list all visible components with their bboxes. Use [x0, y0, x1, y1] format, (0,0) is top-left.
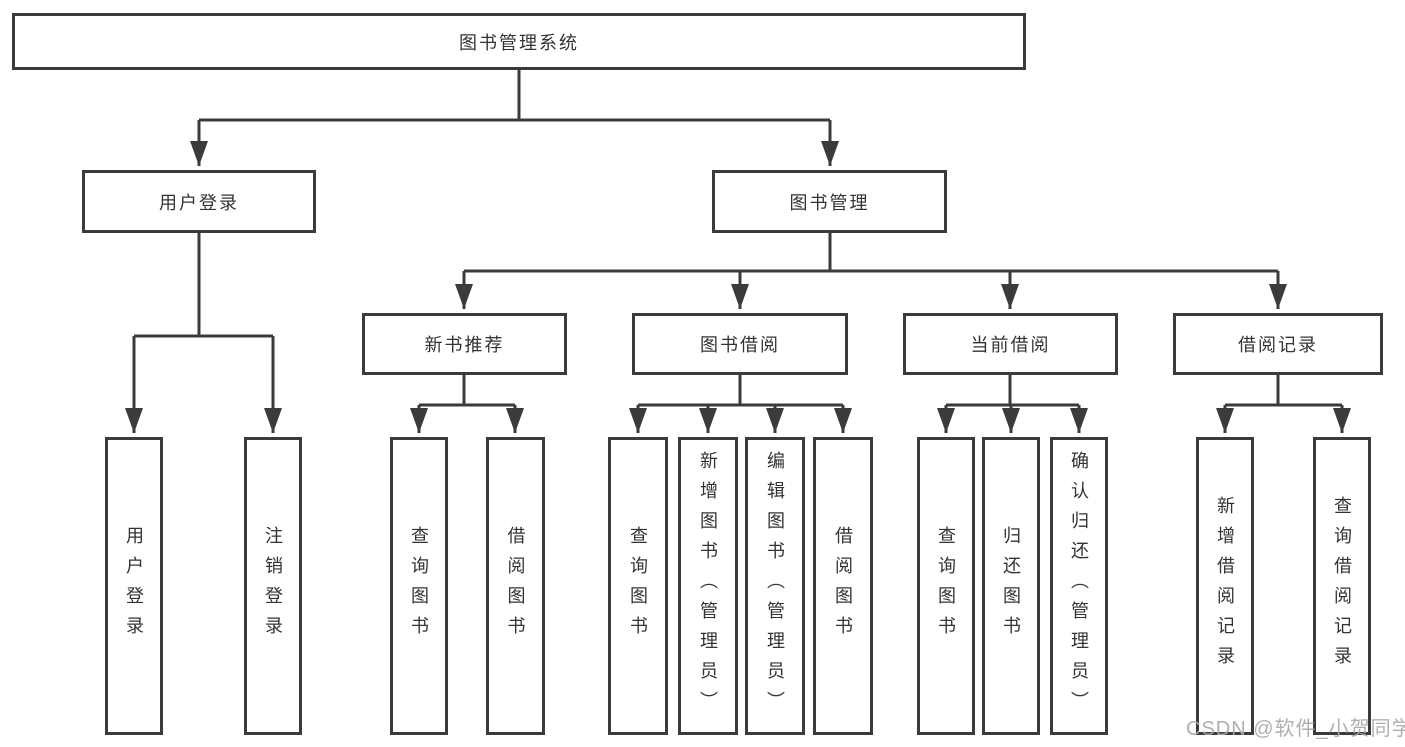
leaf-user-login: 用户登录	[105, 437, 163, 735]
leaf-current-confirm-admin: 确认归还（管理员）	[1050, 437, 1108, 735]
leaf-borrow-add-admin: 新增图书（管理员）	[678, 437, 738, 735]
watermark-text: CSDN @软件_小贺同学	[1186, 718, 1405, 740]
leaf-current-return: 归还图书	[982, 437, 1040, 735]
connector-book-borrow-children	[629, 375, 852, 433]
connector-new-book-children	[410, 375, 524, 433]
connector-current-borrow-children	[937, 375, 1088, 433]
connector-user-login-children	[125, 233, 282, 433]
node-user-login: 用户登录	[82, 170, 316, 233]
leaf-borrow-book: 借阅图书	[813, 437, 873, 735]
leaf-borrow-query: 查询图书	[608, 437, 668, 735]
connector-borrow-records-children	[1216, 375, 1351, 433]
leaf-borrow-edit-admin: 编辑图书（管理员）	[745, 437, 805, 735]
node-book-management: 图书管理	[712, 170, 947, 233]
leaf-records-query: 查询借阅记录	[1313, 437, 1371, 735]
connector-root-to-level2	[190, 70, 839, 166]
leaf-newbook-query: 查询图书	[390, 437, 448, 735]
node-new-book-recommend: 新书推荐	[362, 313, 567, 375]
node-book-borrow: 图书借阅	[632, 313, 848, 375]
leaf-newbook-borrow: 借阅图书	[486, 437, 545, 735]
node-borrow-records: 借阅记录	[1173, 313, 1383, 375]
leaf-records-add: 新增借阅记录	[1196, 437, 1254, 735]
leaf-current-query: 查询图书	[917, 437, 975, 735]
leaf-logout: 注销登录	[244, 437, 302, 735]
connector-book-management-children	[455, 233, 1287, 309]
node-current-borrow: 当前借阅	[903, 313, 1118, 375]
node-library-system: 图书管理系统	[12, 13, 1026, 70]
